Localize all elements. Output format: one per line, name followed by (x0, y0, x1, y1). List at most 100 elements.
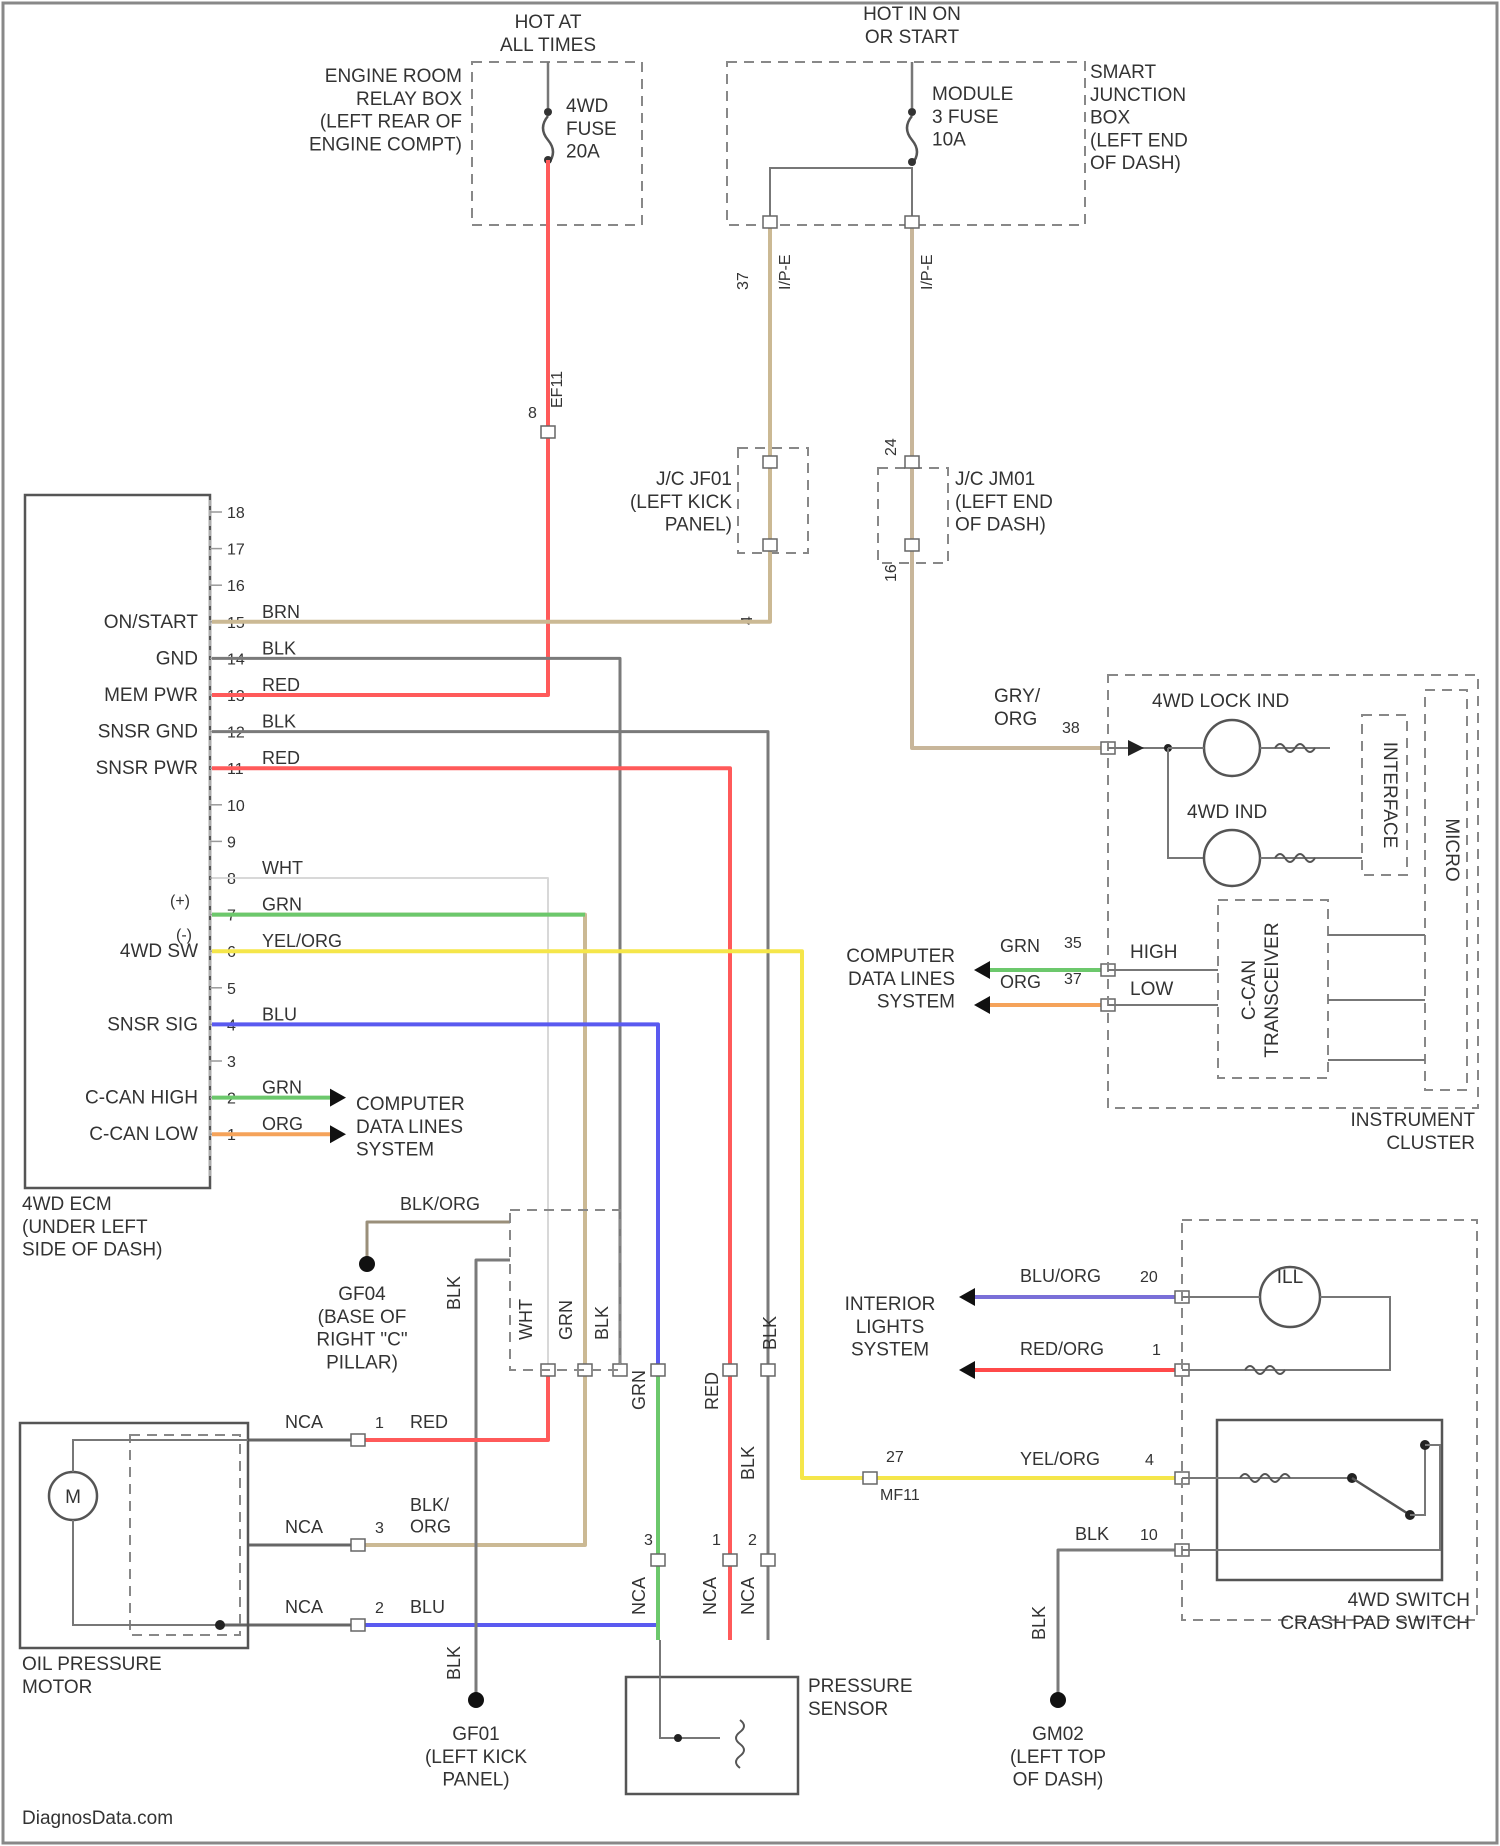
ecm-pin-signal: C-CAN LOW (89, 1124, 198, 1145)
wire-label: BLK (444, 1276, 464, 1310)
fuse-icon (907, 116, 917, 164)
ecm-pin-wire: RED (262, 675, 300, 695)
lock-ind-label: 4WD LOCK IND (1152, 691, 1289, 712)
oil-pressure-motor: M OIL PRESSUREMOTOR NCA1REDNCA3BLK/ORGNC… (20, 1412, 451, 1698)
connector-terminal (723, 1554, 737, 1566)
switch-label: 4WD SWITCHCRASH PAD SWITCH (1280, 1590, 1470, 1634)
pin-label: (+) (170, 893, 190, 910)
arrow-right-icon (330, 1125, 346, 1143)
ecm-pin-signal: C-CAN HIGH (85, 1088, 198, 1109)
ecm-pin-number: 17 (227, 542, 245, 559)
gf01-label: GF01(LEFT KICKPANEL) (425, 1724, 527, 1791)
pin-label: 20 (1140, 1269, 1158, 1286)
wire-on-start-brn (212, 222, 770, 622)
wire-label: BLK (1075, 1524, 1109, 1544)
footer-watermark: DiagnosData.com (22, 1808, 173, 1829)
ecm-pin-wire: BLK (262, 638, 296, 658)
motor-symbol: M (65, 1487, 81, 1508)
top-connectors: 8 EF11 37 I/P-E I/P-E 24 (528, 254, 936, 456)
nca-label: NCA (285, 1597, 323, 1617)
connector-label: I/P-E (919, 254, 936, 290)
low-label: LOW (1130, 979, 1173, 1000)
pin-label: 8 (528, 405, 537, 422)
ecm-pin-signal: MEM PWR (104, 685, 198, 706)
connector-terminal (761, 1364, 775, 1376)
cluster-label: INSTRUMENTCLUSTER (1350, 1110, 1475, 1154)
arrow-left-icon (974, 961, 990, 979)
connector-label: EF11 (549, 371, 566, 408)
connector-terminal (763, 539, 777, 551)
ecm-outline (25, 495, 210, 1188)
ecm-pin-wire: GRN (262, 895, 302, 915)
ecm-pin-signal: GND (156, 648, 198, 669)
transceiver-label: C-CANTRANSCEIVER (1239, 922, 1283, 1057)
ecm-pin-signal: 4WD SW (120, 941, 198, 962)
connector-label: MF11 (880, 1487, 920, 1504)
pin-label: 3 (644, 1532, 653, 1549)
junction-jm01: J/C JM01(LEFT ENDOF DASH) 16 (878, 468, 1053, 582)
relay-box-label: ENGINE ROOMRELAY BOX(LEFT REAR OFENGINE … (309, 66, 462, 155)
ecm-pin-number: 18 (227, 505, 245, 522)
ecm-pin-number: 9 (227, 834, 236, 851)
pin-label: 37 (1064, 971, 1082, 988)
interface-label: INTERFACE (1379, 742, 1400, 849)
wire-label: BLK (444, 1646, 464, 1680)
diode-icon (1128, 740, 1144, 756)
ecm-pin-signal: SNSR PWR (96, 758, 198, 779)
connector-terminal (351, 1434, 365, 1446)
wire-label: BLK/ORG (410, 1495, 451, 1537)
pin-label: 37 (735, 272, 752, 290)
micro-label: MICRO (1441, 818, 1462, 881)
wire-label: RED/ORG (1020, 1339, 1104, 1359)
ecm-pin-signal: SNSR GND (98, 722, 198, 743)
relay-box-outline (472, 62, 642, 225)
connector-terminal (761, 1554, 775, 1566)
sjb-outline (727, 62, 1085, 225)
connector-terminal (351, 1619, 365, 1631)
smart-junction-box: HOT IN ONOR START MODULE3 FUSE10A SMARTJ… (727, 4, 1188, 225)
connector-terminal (863, 1472, 877, 1484)
pin-label: 4 (1145, 1452, 1154, 1469)
interior-label: INTERIORLIGHTSSYSTEM (845, 1294, 936, 1361)
connector-terminal (541, 426, 555, 438)
ecm-pin-wire: ORG (262, 1114, 303, 1134)
ecm-pin-wire: WHT (262, 858, 303, 878)
nca-label: NCA (700, 1577, 720, 1615)
wire-label: BLK/ORG (400, 1194, 480, 1214)
connector-terminal (905, 216, 919, 228)
pin-label: 2 (375, 1600, 384, 1617)
ind-label: 4WD IND (1187, 802, 1267, 823)
connector-terminal (763, 456, 777, 468)
wire-label: ORG (1000, 972, 1041, 992)
wire-harness (212, 160, 1189, 1700)
ecm-pin-list: 18171615ON/STARTBRN14GNDBLK13MEM PWRRED1… (85, 505, 342, 1145)
wire-label: RED (410, 1412, 448, 1432)
pin-label: 27 (886, 1449, 904, 1466)
pin-label: 1 (712, 1532, 721, 1549)
connector-terminal (905, 539, 919, 551)
splice-pack: WHT GRN BLK (510, 1210, 620, 1370)
ground-icon (359, 1256, 375, 1272)
pin-label: 35 (1064, 935, 1082, 952)
cluster-wire-in: GRY/ORG (994, 686, 1041, 730)
connector-terminal (763, 216, 777, 228)
arrow-right-icon (330, 1089, 346, 1107)
connector-terminal (723, 1364, 737, 1376)
wire-motor-red (358, 1370, 548, 1440)
ecm-pin-number: 5 (227, 981, 236, 998)
ecm-pin-signal: ON/START (104, 612, 199, 633)
arrow-left-icon (959, 1361, 975, 1379)
